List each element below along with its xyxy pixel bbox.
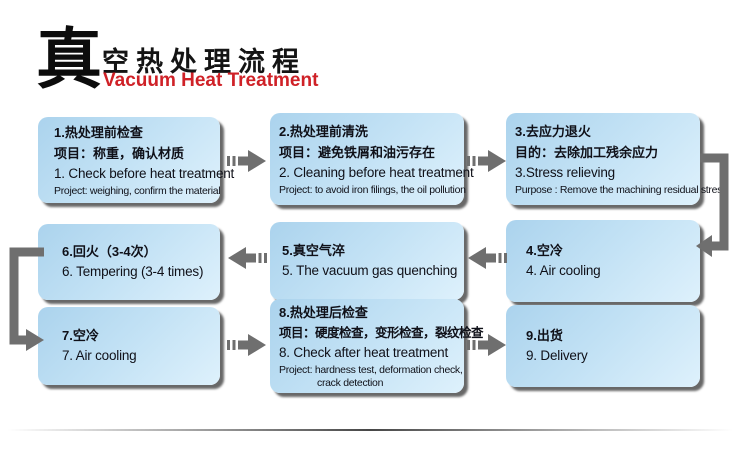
step7-title-en: 7. Air cooling — [62, 348, 137, 364]
step6-title-cn: 6.回火（3-4次） — [62, 244, 157, 260]
arrow-right-icon — [227, 332, 267, 358]
step9-title-cn: 9.出货 — [526, 328, 563, 344]
page-subtitle-english: Vacuum Heat Treatment — [103, 70, 319, 91]
bottom-divider-line — [0, 429, 740, 431]
step3-detail-en: Purpose : Remove the machining residual … — [515, 183, 728, 196]
connector-down-left-icon — [696, 146, 736, 267]
step-box-7: 7.空冷 7. Air cooling — [38, 307, 220, 385]
step-box-5: 5.真空气淬 5. The vacuum gas quenching — [270, 222, 464, 300]
step8-title-cn: 8.热处理后检查 — [279, 305, 368, 321]
step2-detail-cn: 项目：避免铁屑和油污存在 — [279, 145, 436, 161]
step5-title-cn: 5.真空气淬 — [282, 243, 345, 259]
title-big-character: 真 — [36, 22, 102, 96]
arrow-right-icon — [467, 332, 507, 358]
arrow-right-icon — [227, 148, 267, 174]
step-box-9: 9.出货 9. Delivery — [506, 305, 700, 387]
step9-title-en: 9. Delivery — [526, 348, 588, 364]
step3-title-cn: 3.去应力退火 — [515, 124, 591, 140]
step6-title-en: 6. Tempering (3-4 times) — [62, 264, 204, 280]
step1-title-cn: 1.热处理前检查 — [54, 125, 143, 141]
step-box-8: 8.热处理后检查 项目：硬度检查，变形检查，裂纹检查 8. Check afte… — [270, 299, 484, 393]
arrow-right-icon — [467, 148, 507, 174]
step8-detail-en-line1: Project: hardness test, deformation chec… — [279, 363, 463, 376]
step4-title-cn: 4.空冷 — [526, 243, 563, 259]
arrow-left-icon — [227, 245, 267, 271]
step2-title-en: 2. Cleaning before heat treatment — [279, 165, 474, 181]
step-box-2: 2.热处理前清洗 项目：避免铁屑和油污存在 2. Cleaning before… — [270, 113, 474, 205]
step1-title-en: 1. Check before heat treatment — [54, 166, 235, 182]
step8-detail-en-line2: crack detection — [317, 376, 384, 389]
step8-detail-cn: 项目：硬度检查，变形检查，裂纹检查 — [279, 326, 484, 341]
step5-title-en: 5. The vacuum gas quenching — [282, 263, 458, 279]
step4-title-en: 4. Air cooling — [526, 263, 601, 279]
step1-detail-cn: 项目：称重，确认材质 — [54, 146, 185, 162]
step2-title-cn: 2.热处理前清洗 — [279, 124, 368, 140]
step7-title-cn: 7.空冷 — [62, 328, 99, 344]
step3-title-en: 3.Stress relieving — [515, 165, 615, 181]
page-title-chinese: 空热处理流程 — [102, 47, 306, 77]
arrow-left-icon — [467, 245, 507, 271]
step3-detail-cn: 目的：去除加工残余应力 — [515, 145, 659, 161]
step-box-1: 1.热处理前检查 项目：称重，确认材质 1. Check before heat… — [38, 117, 235, 203]
connector-down-right-icon — [2, 242, 48, 363]
step1-detail-en: Project: weighing, confirm the material — [54, 184, 221, 197]
step2-detail-en: Project: to avoid iron filings, the oil … — [279, 183, 466, 196]
step8-title-en: 8. Check after heat treatment — [279, 345, 449, 361]
step-box-3: 3.去应力退火 目的：去除加工残余应力 3.Stress relieving P… — [506, 113, 728, 205]
step-box-4: 4.空冷 4. Air cooling — [506, 220, 700, 302]
step-box-6: 6.回火（3-4次） 6. Tempering (3-4 times) — [38, 224, 220, 300]
